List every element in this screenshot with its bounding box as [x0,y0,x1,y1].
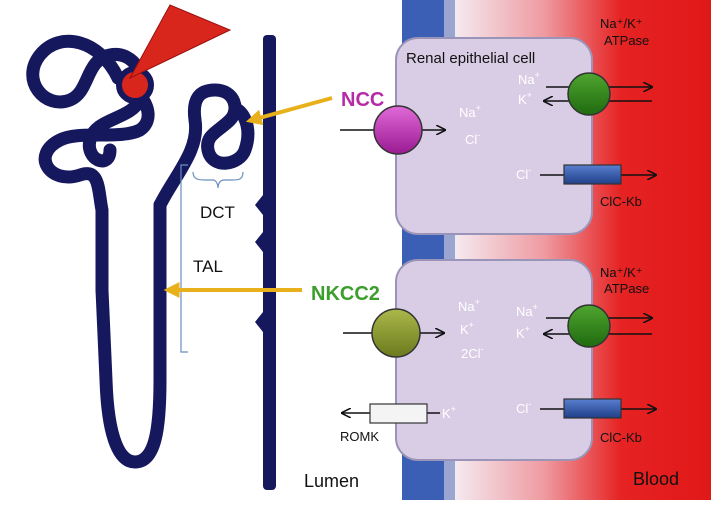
ncc-ion-cl: Cl- [465,130,480,147]
ncc-pointer-arrow [245,96,333,126]
atpase-top-k: K+ [518,90,532,107]
cell-title: Renal epithelial cell [406,50,535,67]
romk-k: K+ [442,404,456,421]
ncc-ion-na: Na+ [459,103,481,120]
clc-kb-bottom-label: ClC-Kb [600,430,642,445]
ncc-label: NCC [341,89,384,111]
atpase-top-pump [567,72,611,116]
clc-top-cl: Cl- [516,165,531,182]
atpase-bottom-title-2: ATPase [604,281,649,296]
epithelial-cell-bottom [395,259,593,461]
clc-kb-top-channel [563,164,622,185]
afferent-arteriole [128,4,232,80]
tal-bracket [180,164,188,353]
nkcc2-ion-k: K+ [460,320,474,337]
atpase-bottom-na: Na+ [516,302,538,319]
romk-channel [369,403,428,424]
blood-label: Blood [633,469,679,489]
nkcc2-label: NKCC2 [311,283,380,305]
ncc-transporter [373,105,423,155]
atpase-bottom-pump [567,304,611,348]
romk-label: ROMK [340,429,379,444]
atpase-bottom-k: K+ [516,324,530,341]
atpase-bottom-title-1: Na⁺/K⁺ [600,265,643,280]
atpase-top-title-1: Na⁺/K⁺ [600,16,643,31]
epithelial-cell-top [395,37,593,235]
nkcc2-transporter [371,308,421,358]
clc-kb-bottom-channel [563,398,622,419]
tal-label: TAL [193,257,223,276]
nkcc2-ion-2cl: 2Cl- [461,344,484,361]
nkcc2-ion-na: Na+ [458,297,480,314]
atpase-top-na: Na+ [518,70,540,87]
nephron-tubule [26,34,255,469]
lumen-label: Lumen [304,471,359,491]
dct-bracket [192,171,244,189]
clc-kb-top-label: ClC-Kb [600,194,642,209]
collecting-duct [255,35,276,490]
dct-label: DCT [200,203,235,222]
clc-bottom-cl: Cl- [516,399,531,416]
membrane-edge [444,0,455,500]
atpase-top-title-2: ATPase [604,33,649,48]
